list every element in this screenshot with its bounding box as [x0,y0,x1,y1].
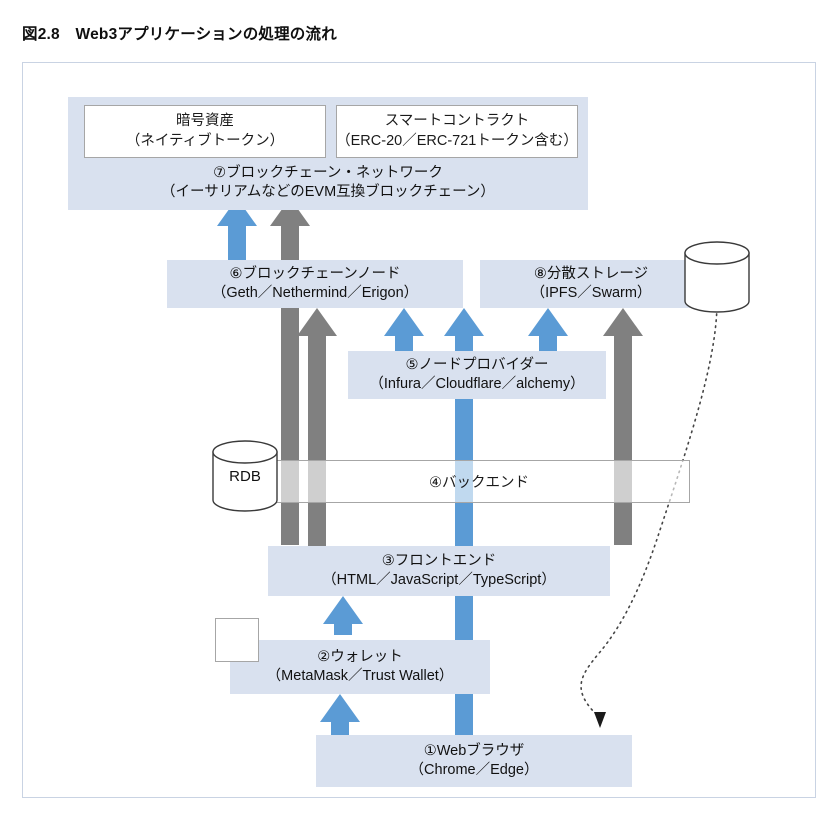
node-distributed-storage-line2: （IPFS／Swarm） [530,285,652,301]
node-node-provider[interactable]: ⑤ノードプロバイダー （Infura／Cloudflare／alchemy） [348,351,606,399]
figure-caption: 図2.8 Web3アプリケーションの処理の流れ [22,26,337,43]
key-icon-box[interactable] [215,618,259,662]
node-wallet[interactable]: ②ウォレット （MetaMask／Trust Wallet） [230,640,490,694]
node-wallet-line1: ②ウォレット [317,648,403,665]
node-backend-label: ④バックエンド [429,475,529,491]
node-node-provider-line1: ⑤ノードプロバイダー [405,356,549,373]
arrow-wallet-to-frontend-blue [323,596,363,635]
dotted-connector-storage-to-browser [580,301,718,728]
node-crypto-asset-line1: 暗号資産 [176,113,234,130]
arrow-frontend-to-storage-gray [603,308,643,545]
node-blockchain-node-line2: （Geth／Nethermind／Erigon） [211,285,419,301]
node-web-browser-line1: ①Webブラウザ [423,742,525,759]
node-blockchain-node-line1: ⑥ブロックチェーンノード [229,265,401,282]
node-node-provider-line2: （Infura／Cloudflare／alchemy） [369,376,585,392]
cylinder-rdb-label: RDB [229,468,261,485]
node-web-browser-line2: （Chrome／Edge） [409,762,539,778]
node-smart-contract[interactable]: スマートコントラクト （ERC-20／ERC-721トークン含む） [336,105,578,158]
node-blockchain-network-line1: ⑦ブロックチェーン・ネットワーク [213,164,443,181]
arrow-node-to-network-blue [217,198,257,260]
node-backend[interactable]: ④バックエンド [268,460,690,503]
node-distributed-storage-line1: ⑧分散ストレージ [533,265,649,282]
arrow-browser-to-wallet-blue [320,694,360,735]
node-blockchain-node[interactable]: ⑥ブロックチェーンノード （Geth／Nethermind／Erigon） [167,260,463,308]
node-distributed-storage[interactable]: ⑧分散ストレージ （IPFS／Swarm） [480,260,702,308]
node-crypto-asset-line2: （ネイティブトークン） [125,132,285,149]
node-frontend[interactable]: ③フロントエンド （HTML／JavaScript／TypeScript） [268,546,610,596]
arrow-browser-to-provider-blue [444,308,484,735]
node-frontend-line2: （HTML／JavaScript／TypeScript） [322,572,556,588]
node-crypto-asset[interactable]: 暗号資産 （ネイティブトークン） [84,105,326,158]
arrow-backend-to-node-gray [297,308,337,546]
node-blockchain-network-line2: （イーサリアムなどのEVM互換ブロックチェーン） [161,183,495,200]
node-frontend-line1: ③フロントエンド [381,552,497,569]
node-web-browser[interactable]: ①Webブラウザ （Chrome／Edge） [316,735,632,787]
node-smart-contract-line1: スマートコントラクト [384,113,530,130]
node-smart-contract-line2: （ERC-20／ERC-721トークン含む） [336,132,578,149]
node-wallet-line2: （MetaMask／Trust Wallet） [266,668,454,684]
